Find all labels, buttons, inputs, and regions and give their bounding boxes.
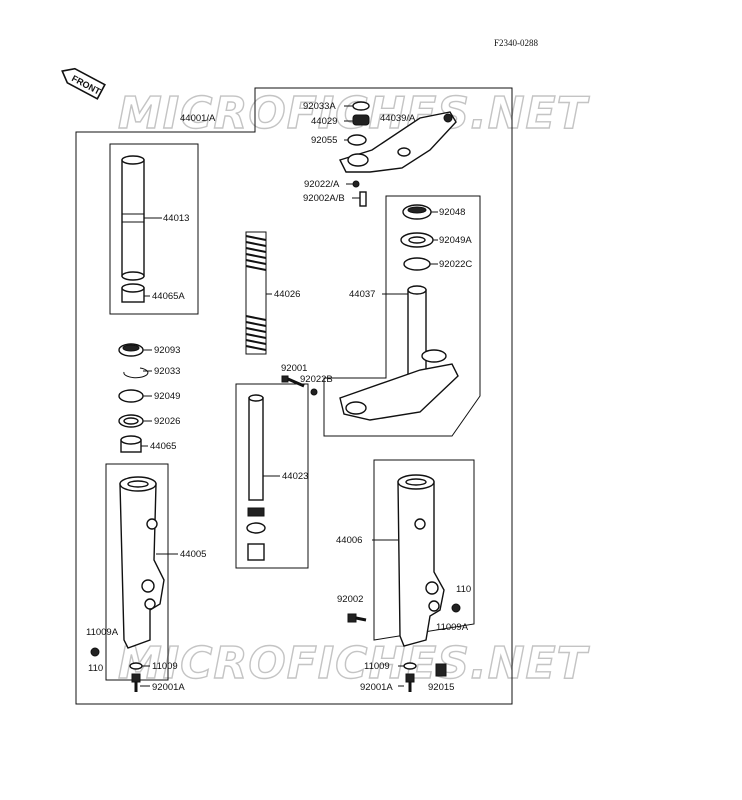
label-110-right: 110 <box>456 584 471 595</box>
seal-92026 <box>118 414 144 428</box>
right-slider-box <box>373 459 475 641</box>
front-arrow-icon: FRONT <box>61 67 106 100</box>
label-44037: 44037 <box>349 289 375 300</box>
label-11009-left: 11009 <box>152 661 178 672</box>
label-44026: 44026 <box>274 289 300 300</box>
label-44006: 44006 <box>336 535 362 546</box>
diagram-code: F2340-0288 <box>494 38 539 48</box>
label-92049A: 92049A <box>439 235 472 246</box>
label-110-left: 110 <box>88 663 103 674</box>
bush-44065 <box>120 435 142 453</box>
label-92093: 92093 <box>154 345 180 356</box>
label-92033: 92033 <box>154 366 180 377</box>
label-92049: 92049 <box>154 391 180 402</box>
label-92001A-left: 92001A <box>152 682 185 693</box>
bush-44065A <box>121 283 145 303</box>
label-92015: 92015 <box>428 682 454 693</box>
label-92001: 92001 <box>281 363 307 374</box>
slider-44006 <box>397 474 445 647</box>
label-92022A: 92022/A <box>304 179 340 190</box>
label-11009A-right: 11009A <box>436 622 469 633</box>
label-44065: 44065 <box>150 441 176 452</box>
label-11009-right: 11009 <box>364 661 390 672</box>
label-44065A: 44065A <box>152 291 185 302</box>
left-slider-box <box>105 463 169 681</box>
label-44001A: 44001/A <box>180 113 216 124</box>
label-92048: 92048 <box>439 207 465 218</box>
label-92033A: 92033A <box>303 101 336 112</box>
stem-44037 <box>339 204 459 421</box>
label-92022C: 92022C <box>439 259 472 270</box>
label-92001A-right: 92001A <box>360 682 393 693</box>
watermark-bottom: MICROFICHES.NET <box>118 638 590 689</box>
label-92026: 92026 <box>154 416 180 427</box>
label-44039A: 44039/A <box>380 113 416 124</box>
left-lower-hardware <box>90 647 143 692</box>
damper-box <box>235 383 309 569</box>
slider-44005 <box>119 476 165 649</box>
label-44029: 44029 <box>311 116 337 127</box>
washer-92049 <box>118 389 144 403</box>
label-44005: 44005 <box>180 549 206 560</box>
damper-44023 <box>246 394 266 561</box>
watermark-top: MICROFICHES.NET <box>118 88 590 139</box>
label-11009A-left: 11009A <box>86 627 119 638</box>
bolt-92001 <box>281 375 318 396</box>
inner-tube-44013 <box>121 155 145 281</box>
label-44013: 44013 <box>163 213 189 224</box>
label-44023: 44023 <box>282 471 308 482</box>
label-92002AB: 92002A/B <box>303 193 345 204</box>
label-92055: 92055 <box>311 135 337 146</box>
label-92022B: 92022B <box>300 374 333 385</box>
upper-bracket-group <box>339 101 457 207</box>
fork-tube-box <box>109 143 199 315</box>
stem-box <box>323 195 481 437</box>
seal-92093 <box>118 343 144 357</box>
assembly-outline <box>75 87 513 705</box>
spring-44026 <box>245 231 267 355</box>
clip-92033 <box>123 367 149 379</box>
right-lower-hardware <box>347 603 461 692</box>
label-92002: 92002 <box>337 594 363 605</box>
